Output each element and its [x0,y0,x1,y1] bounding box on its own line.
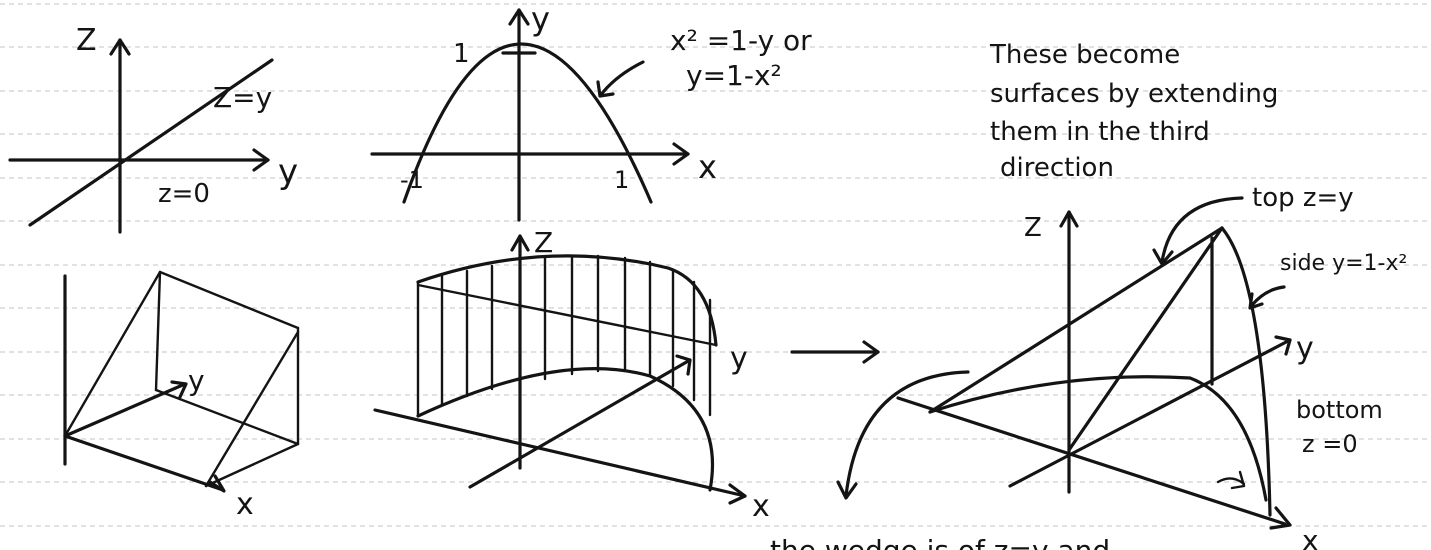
transition-arrow-icon [790,340,880,364]
curved-pointer-icon [836,370,970,500]
x-arrowhead-icon [672,142,690,166]
y-arrowhead-icon [508,8,530,26]
callout-top: top z=y [1252,183,1354,213]
plane-3d-sketch: y x [63,270,300,522]
top-curve [416,254,718,347]
plane-edge-left [63,270,162,438]
y-axis-label: y [188,364,205,397]
base-curve [928,375,1268,502]
y-axis-label: y [531,0,550,38]
label-neg-one: -1 [400,166,424,194]
top-plane-diagonal [1067,226,1224,452]
parabola-xy-sketch: 1 y x -1 1 x² =1-y or y=1-x² [370,0,812,222]
z-arrowhead-icon [510,234,530,252]
y-axis [468,358,692,489]
label-parabola-eq1: x² =1-y or [670,24,812,57]
x-arrowhead-icon [1269,506,1292,530]
x-axis-label: x [236,487,254,522]
y-axis [1008,338,1292,488]
y-axis-label: y [730,341,748,376]
label-one-y: 1 [453,39,470,69]
z-axis-label: Z [534,226,553,259]
x-axis-label: x [698,148,717,186]
vertical-rulings [416,254,712,418]
pointer-arrow-icon [596,60,645,98]
label-z-eq-0: z=0 [158,179,210,209]
caption-cut-off: the wedge is of z=y and [770,534,1110,550]
x-axis [63,434,225,492]
ruled-lines [0,3,1431,527]
callout-bottom-1: bottom [1296,396,1383,424]
x-axis-label: x [1302,524,1319,550]
plane-bottom-edge [154,388,300,446]
note-text: These become surfaces by extending them … [989,40,1278,183]
z-axis-label: Z [1024,213,1042,243]
note-line-1: These become [989,40,1180,70]
side-pointer-icon [1248,285,1286,310]
label-z-eq-y: Z=y [213,81,272,114]
plane-back-vertical [154,270,162,392]
y-arrowhead-icon [675,354,692,376]
top-plane-edge [928,226,1224,414]
side-curve-top [1220,226,1272,517]
y-arrowhead-icon [170,380,188,399]
y-arrowhead-icon [1274,335,1292,356]
label-one-x: 1 [614,166,629,194]
callout-bottom-2: z =0 [1302,430,1358,458]
y-axis-label: y [1296,331,1314,366]
parabola-curve [402,42,653,204]
note-line-4: direction [1000,153,1114,183]
z-axis-label: Z [76,23,97,58]
cylinder-3d-sketch: Z y x [373,226,770,524]
plane-edge-top [158,270,300,330]
top-pointer-icon [1152,196,1244,266]
note-line-3: them in the third [990,117,1210,147]
y-axis [63,382,187,438]
x-axis-label: x [752,489,770,524]
plane-diagonal [204,330,300,488]
z-arrowhead-icon [109,38,131,56]
note-line-2: surfaces by extending [990,79,1278,109]
y-axis-label: y [278,152,298,192]
small-mark-icon [1216,470,1246,490]
x-axis [373,408,747,498]
x-axis [896,396,1287,526]
wedge-3d-sketch: Z y x top z=y side y=1-x² bottom z =0 th… [770,183,1407,550]
back-edge [416,283,718,347]
label-parabola-eq2: y=1-x² [686,59,782,92]
plane-zy-sketch: Z y Z=y z=0 [8,23,298,234]
y-arrowhead-icon [252,148,270,172]
base-curve [416,367,715,492]
plane-front-edge [204,442,300,488]
callout-side: side y=1-x² [1280,251,1407,276]
line-z-eq-y [28,58,274,227]
z-arrowhead-icon [1059,210,1079,228]
x-arrowhead-icon [728,483,747,505]
